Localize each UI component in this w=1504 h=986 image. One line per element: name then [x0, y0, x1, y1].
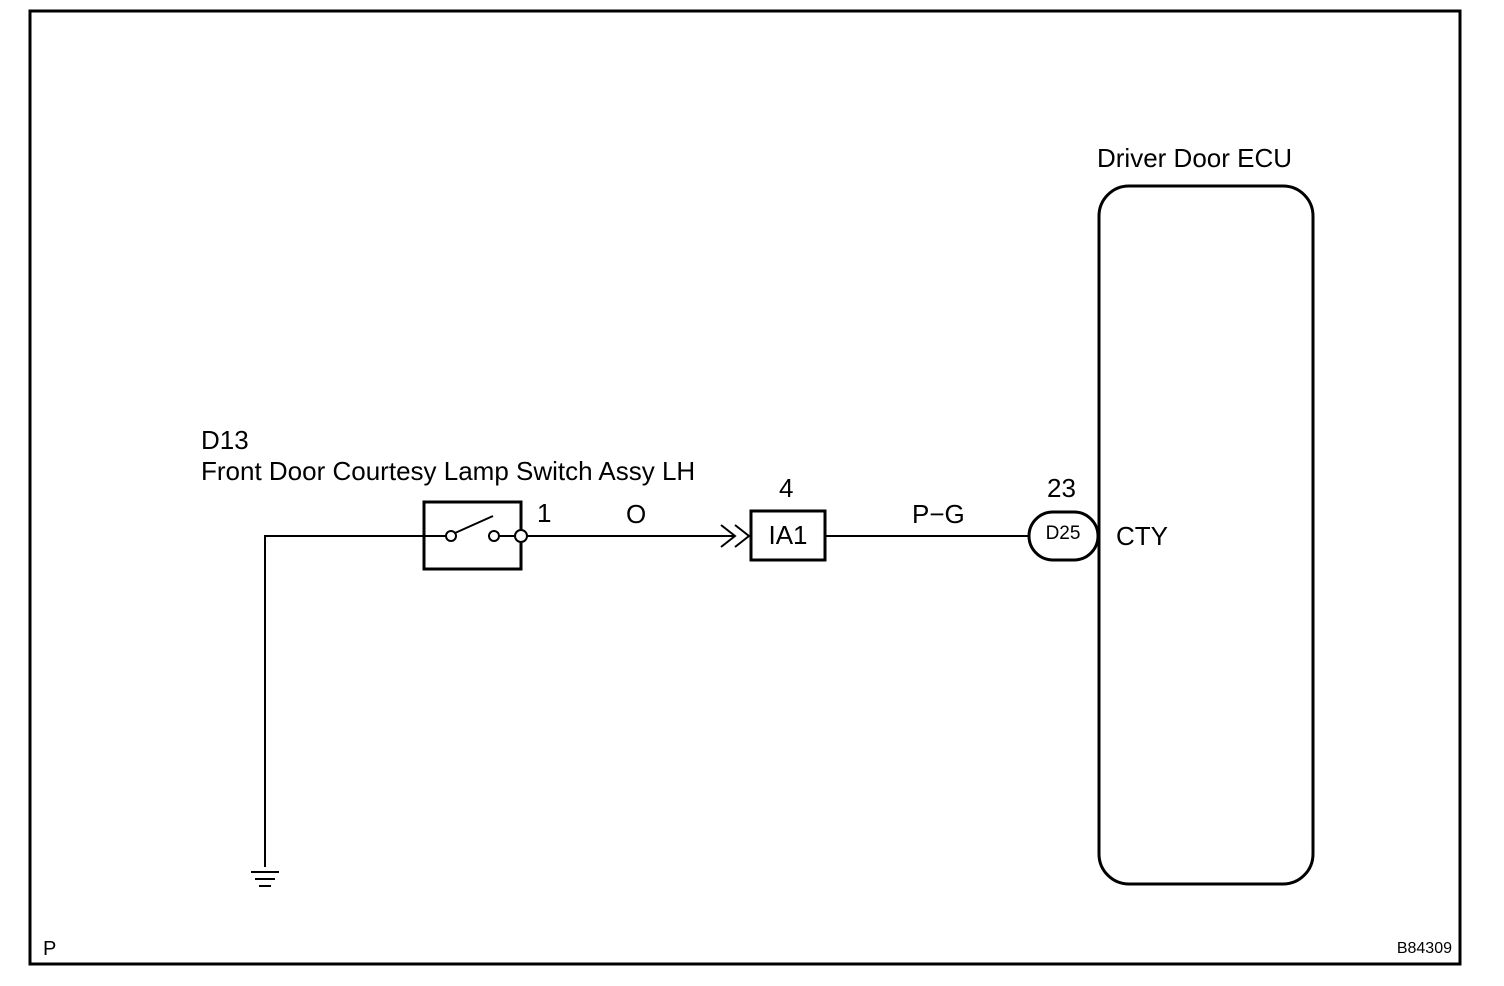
ecu-pin-number: 23 — [1047, 473, 1076, 503]
switch-code: D13 — [201, 425, 249, 455]
courtesy-lamp-switch — [422, 500, 528, 571]
ecu-connector-oval — [1027, 510, 1100, 562]
wire-color-pink-green: P−G — [912, 499, 965, 529]
junction-code: IA1 — [768, 520, 807, 550]
ground-wire — [264, 535, 424, 867]
junction-pin-number: 4 — [779, 473, 793, 503]
switch-terminal — [514, 529, 528, 543]
switch-blade-icon — [454, 515, 494, 534]
switch-pin-number: 1 — [537, 498, 551, 528]
ecu-connector-code: D25 — [1046, 523, 1081, 544]
inline-connector-chevron-icon — [720, 524, 751, 548]
switch-contact-left — [445, 530, 457, 542]
ground-icon — [251, 871, 279, 887]
ecu-title: Driver Door ECU — [1097, 143, 1292, 173]
wire-color-orange: O — [626, 499, 646, 529]
ecu-terminal-name: CTY — [1116, 521, 1168, 551]
switch-name: Front Door Courtesy Lamp Switch Assy LH — [201, 456, 695, 486]
figure-id: B84309 — [1397, 940, 1452, 957]
switch-contact-right — [488, 530, 500, 542]
diagram-frame — [28, 9, 1462, 966]
corner-letter: P — [43, 938, 56, 960]
